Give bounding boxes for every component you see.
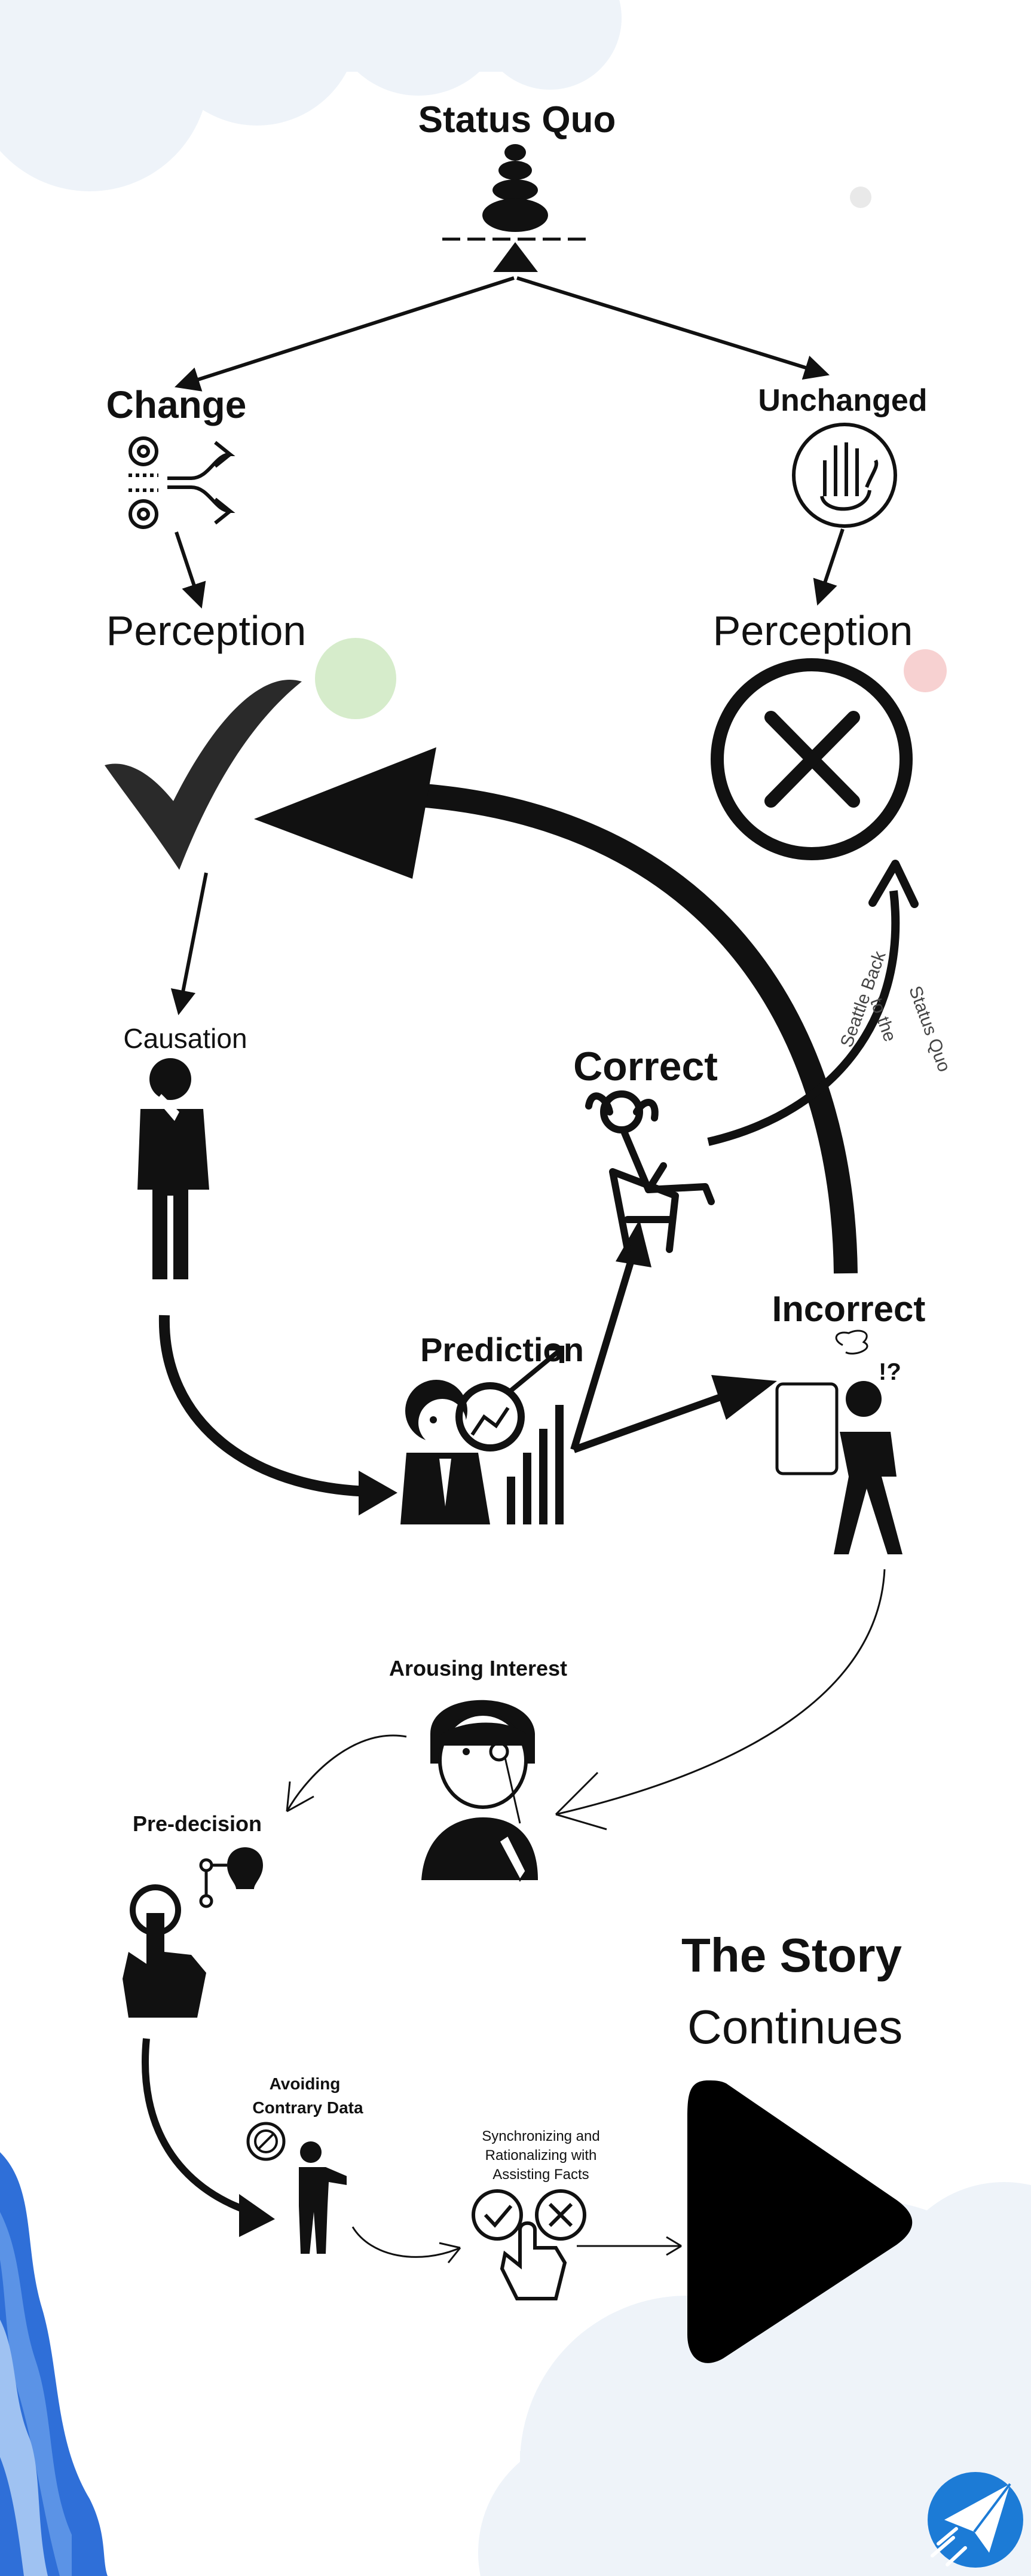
arrow-to-unchanged xyxy=(516,276,830,380)
interest-to-predecision-arrowhead xyxy=(286,1781,314,1813)
analyst-chart-icon xyxy=(400,1346,564,1524)
sync-to-play-arrowhead xyxy=(666,2236,682,2256)
stop-hand-icon xyxy=(792,423,897,528)
interest-to-predecision-arrow xyxy=(286,1734,407,1812)
faded-dot xyxy=(850,187,871,208)
avoiding-to-sync-arrow xyxy=(351,2226,461,2258)
bottom-cloud xyxy=(478,2182,1031,2576)
correct-to-cross-arrow xyxy=(707,890,900,1146)
checkmark-icon xyxy=(105,679,302,870)
arousing-interest-label: Arousing Interest xyxy=(388,1656,568,1680)
svg-text:!?: !? xyxy=(879,1359,901,1385)
hand-check-cross-icon xyxy=(472,2189,586,2300)
story-title-line2: Continues xyxy=(687,2000,903,2054)
sync-line3-label: Assisting Facts xyxy=(492,2166,589,2183)
causation-label: Causation xyxy=(123,1023,247,1054)
causation-to-prediction-arrow xyxy=(158,1315,371,1497)
story-title-line1: The Story xyxy=(681,1929,902,1982)
play-triangle-icon xyxy=(687,2080,913,2363)
prediction-to-correct-arrowhead xyxy=(616,1220,651,1267)
prediction-label: Prediction xyxy=(420,1331,584,1368)
arrow-unchanged-to-perception xyxy=(813,528,845,606)
avoiding-label: Avoiding xyxy=(269,2074,341,2093)
correct-label: Correct xyxy=(573,1044,718,1089)
red-dot xyxy=(904,649,947,692)
incorrect-label: Incorrect xyxy=(772,1289,926,1329)
arrow-check-to-causation xyxy=(170,872,208,1016)
big-feedback-arrowhead xyxy=(254,747,436,879)
incorrect-to-interest-arrowhead xyxy=(555,1771,607,1831)
pre-decision-label: Pre-decision xyxy=(132,1811,262,1836)
prediction-to-correct-arrow xyxy=(570,1251,637,1451)
correct-to-cross-arrowhead xyxy=(868,860,919,908)
sync-line1-label: Synchronizing and xyxy=(482,2128,600,2144)
thinking-person-icon xyxy=(137,1058,209,1279)
prediction-to-incorrect-arrow xyxy=(572,1389,734,1453)
unchanged-label: Unchanged xyxy=(758,383,928,418)
gears-shuffle-icon xyxy=(129,436,235,529)
perception-right-label: Perception xyxy=(712,607,913,654)
cross-circle-icon xyxy=(711,658,913,860)
green-dot xyxy=(315,638,396,719)
confused-person-icon: !? xyxy=(775,1330,902,1554)
balanced-stones-icon xyxy=(442,144,589,272)
causation-to-prediction-arrowhead xyxy=(359,1471,397,1515)
top-cloud xyxy=(0,0,622,191)
perception-left-label: Perception xyxy=(106,607,307,654)
prediction-to-incorrect-arrowhead xyxy=(711,1375,777,1420)
predecision-to-avoiding-arrow xyxy=(142,2038,252,2216)
predecision-to-avoiding-arrowhead xyxy=(239,2194,275,2237)
avoiding-to-sync-arrowhead xyxy=(439,2242,461,2263)
sync-line2-label: Rationalizing with xyxy=(485,2147,597,2164)
change-label: Change xyxy=(106,383,247,426)
status-quo-label: Status Quo xyxy=(418,99,616,140)
blue-wave-decor xyxy=(0,2152,108,2576)
arrow-change-to-perception xyxy=(175,531,206,609)
relaxed-person-chair-icon xyxy=(585,1090,715,1253)
contrary-data-label: Contrary Data xyxy=(252,2098,363,2117)
arrow-to-change xyxy=(175,276,515,392)
hand-choice-icon xyxy=(123,1847,263,2018)
monocle-person-icon xyxy=(421,1700,538,1882)
person-avoiding-icon xyxy=(246,2122,347,2254)
paper-plane-logo-icon xyxy=(928,2472,1023,2568)
incorrect-to-interest-arrow xyxy=(555,1569,886,1816)
big-feedback-arrow xyxy=(417,783,858,1274)
